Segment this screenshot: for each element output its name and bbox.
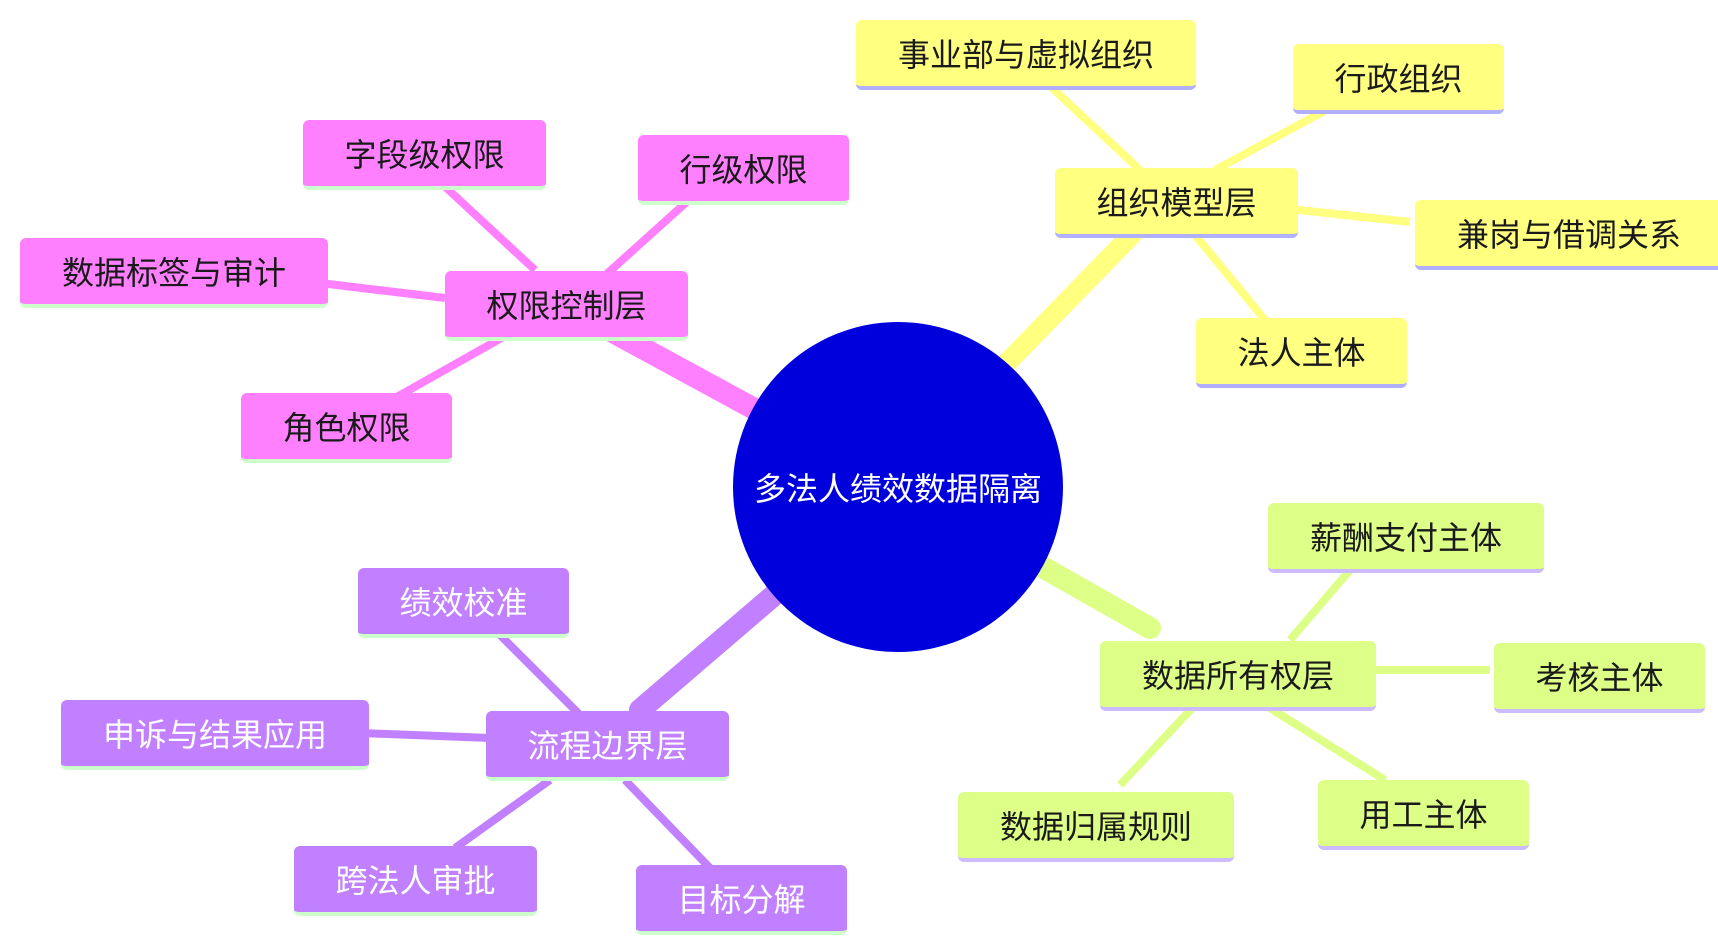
branch-data-ownership-node[interactable]: 数据所有权层 <box>1100 641 1376 711</box>
edge-root-process-boundary <box>629 579 791 721</box>
edge-org-legal <box>1191 232 1269 323</box>
edge-process-cross <box>452 776 553 852</box>
leaf-row-permission[interactable]: 行级权限 <box>638 135 849 205</box>
edge-org-division <box>1047 83 1143 173</box>
edge-permission-label <box>319 279 446 302</box>
leaf-admin-org[interactable]: 行政组织 <box>1293 44 1504 114</box>
leaf-assessment-subject[interactable]: 考核主体 <box>1494 643 1705 713</box>
leaf-parttime-secondment[interactable]: 兼岗与借调关系 <box>1415 200 1718 270</box>
leaf-cross-entity-approval[interactable]: 跨法人审批 <box>294 846 537 916</box>
edge-permission-row <box>597 187 703 283</box>
leaf-legal-entity[interactable]: 法人主体 <box>1196 318 1407 388</box>
edge-permission-role <box>393 332 507 402</box>
leaf-performance-calibration[interactable]: 绩效校准 <box>358 568 569 638</box>
edge-data-rules <box>1117 702 1198 788</box>
leaf-goal-decomposition[interactable]: 目标分解 <box>636 865 847 935</box>
leaf-employment-subject[interactable]: 用工主体 <box>1318 780 1529 850</box>
edge-org-admin <box>1213 104 1332 174</box>
leaf-role-permission[interactable]: 角色权限 <box>241 393 452 463</box>
edge-process-calibrate <box>492 627 583 718</box>
edge-root-data-ownership <box>1019 549 1161 639</box>
leaf-appeal-result-application[interactable]: 申诉与结果应用 <box>61 700 369 770</box>
branch-org-model-node[interactable]: 组织模型层 <box>1055 168 1298 238</box>
root-node[interactable]: 多法人绩效数据隔离 <box>733 322 1063 652</box>
edge-root-org-model <box>990 208 1158 380</box>
branch-permission-node[interactable]: 权限控制层 <box>445 271 688 341</box>
leaf-field-permission[interactable]: 字段级权限 <box>303 120 546 190</box>
leaf-salary-payer[interactable]: 薪酬支付主体 <box>1268 503 1544 573</box>
leaf-data-label-audit[interactable]: 数据标签与审计 <box>20 238 328 308</box>
leaf-division-virtual-org[interactable]: 事业部与虚拟组织 <box>856 20 1196 90</box>
edge-org-parttime <box>1279 204 1411 226</box>
leaf-data-ownership-rules[interactable]: 数据归属规则 <box>958 792 1234 862</box>
edge-permission-field <box>437 179 538 273</box>
edge-data-employ <box>1262 701 1388 784</box>
edge-data-salary <box>1286 567 1354 643</box>
edge-process-goal <box>622 777 713 871</box>
branch-process-boundary-node[interactable]: 流程边界层 <box>486 711 729 781</box>
edge-process-appeal <box>359 729 491 742</box>
